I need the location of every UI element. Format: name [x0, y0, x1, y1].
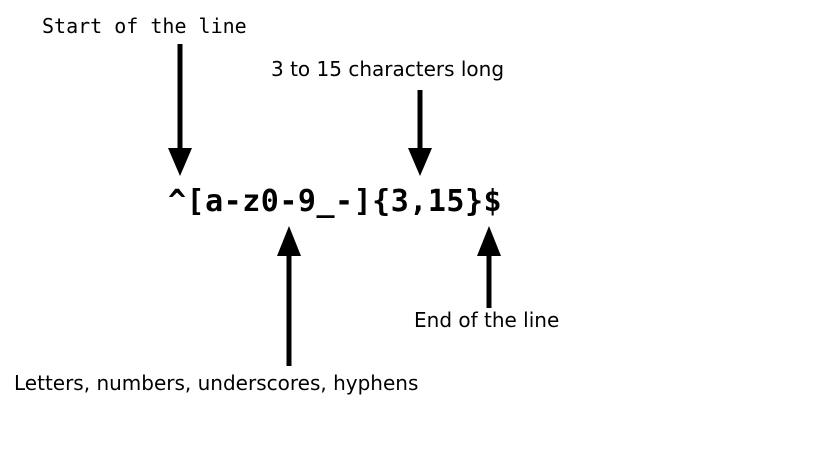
arrow-up-character-class [277, 226, 301, 366]
regex-expression: ^[a-z0-9_-]{3,15}$ [168, 184, 503, 219]
arrow-down-start-of-line [168, 44, 192, 176]
arrow-down-length [408, 90, 432, 176]
arrow-up-end-of-line [477, 226, 501, 308]
annotation-label-character-class: Letters, numbers, underscores, hyphens [14, 371, 419, 395]
annotation-label-start-of-line: Start of the line [42, 14, 247, 38]
annotation-label-length: 3 to 15 characters long [271, 57, 505, 81]
annotation-label-end-of-line: End of the line [414, 308, 560, 332]
